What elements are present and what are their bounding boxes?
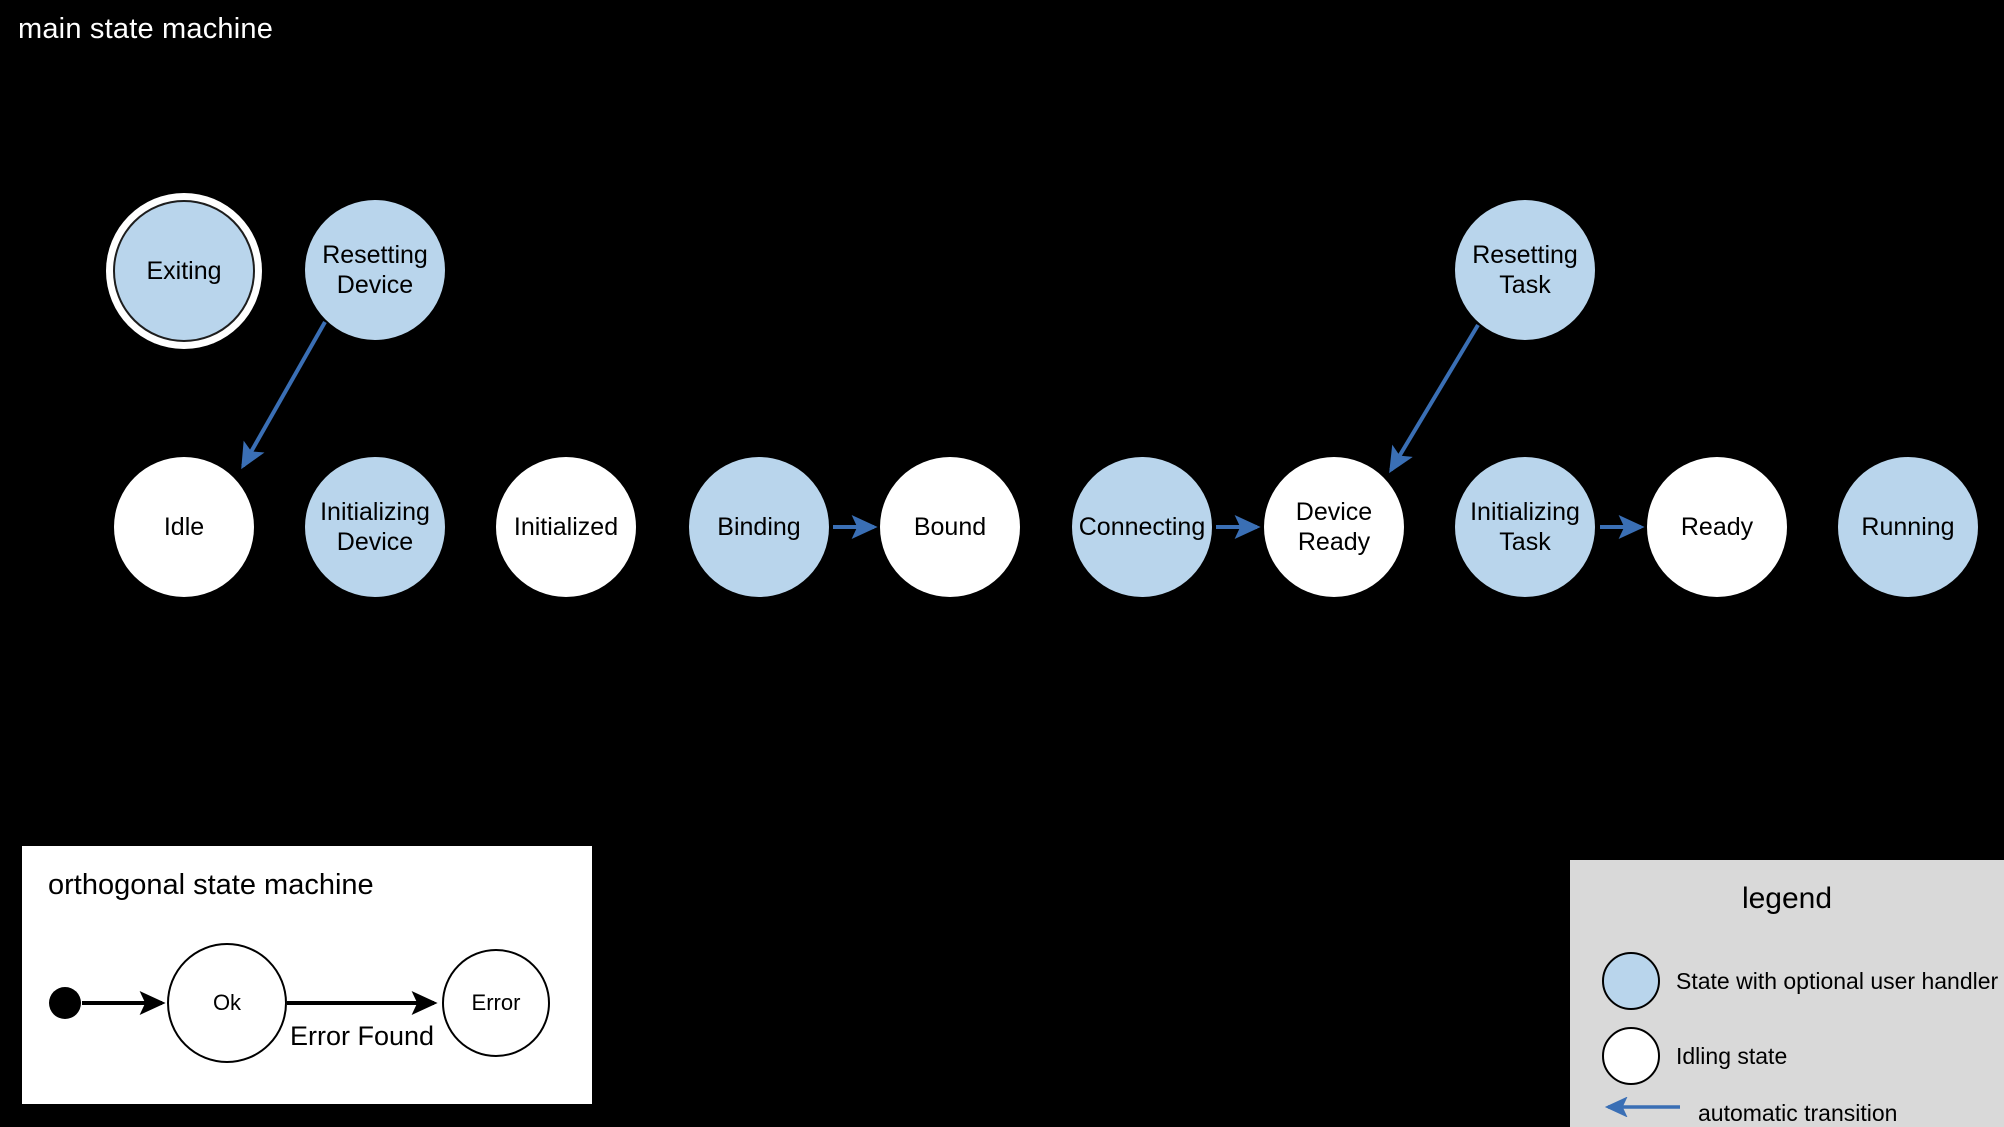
state-binding[interactable]: Binding bbox=[689, 457, 829, 597]
state-label: Error bbox=[471, 990, 521, 1015]
legend-row-idling-state: Idling state bbox=[1602, 1027, 1787, 1085]
legend-label: automatic transition bbox=[1698, 1100, 1898, 1126]
legend-row-automatic-transition: automatic transition bbox=[1602, 1096, 1898, 1127]
state-ready[interactable]: Ready bbox=[1647, 457, 1787, 597]
legend-title: legend bbox=[1741, 882, 1833, 915]
legend-label: Idling state bbox=[1676, 1042, 1788, 1069]
ortho-state-error[interactable]: Error bbox=[442, 949, 550, 1057]
state-label: Initialized bbox=[513, 513, 619, 541]
automatic-transition-arrow-icon bbox=[1602, 1096, 1682, 1124]
state-label: Bound bbox=[913, 513, 987, 541]
state-initialized[interactable]: Initialized bbox=[496, 457, 636, 597]
orthogonal-panel-title: orthogonal state machine bbox=[48, 869, 374, 901]
state-label: Binding bbox=[717, 513, 801, 541]
state-label: Exiting bbox=[146, 257, 222, 285]
state-label: Running bbox=[1861, 513, 1955, 541]
legend-row-handler-state: State with optional user handler bbox=[1602, 952, 1998, 1010]
initial-state-dot bbox=[49, 987, 81, 1019]
handler-state-circle-icon bbox=[1602, 952, 1660, 1010]
transition-resetting-task-to-device-ready bbox=[1389, 323, 1480, 474]
legend-panel: legend State with optional user handler … bbox=[1570, 860, 2004, 1127]
state-label: Ready bbox=[1680, 513, 1754, 541]
orthogonal-state-machine-panel: orthogonal state machine Ok Error Error … bbox=[22, 846, 592, 1104]
state-label: Connecting bbox=[1078, 513, 1206, 541]
state-exiting[interactable]: Exiting bbox=[106, 193, 262, 349]
state-label: Idle bbox=[163, 513, 205, 541]
state-bound[interactable]: Bound bbox=[880, 457, 1020, 597]
state-label: Ok bbox=[212, 990, 242, 1015]
ortho-state-ok[interactable]: Ok bbox=[167, 943, 287, 1063]
state-idle[interactable]: Idle bbox=[114, 457, 254, 597]
orthogonal-edges bbox=[82, 991, 438, 1015]
state-connecting[interactable]: Connecting bbox=[1072, 457, 1212, 597]
transition-label-error-found: Error Found bbox=[290, 1021, 435, 1051]
page-title: main state machine bbox=[18, 13, 274, 45]
idling-state-circle-icon bbox=[1602, 1027, 1660, 1085]
legend-label: State with optional user handler bbox=[1676, 967, 1999, 994]
state-running[interactable]: Running bbox=[1838, 457, 1978, 597]
transition-resetting-device-to-idle bbox=[241, 321, 327, 470]
